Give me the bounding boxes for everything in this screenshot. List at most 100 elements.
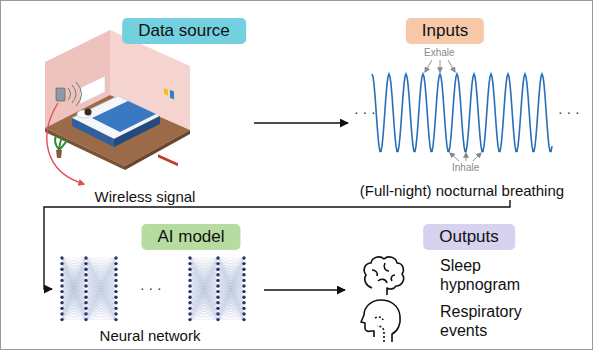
network-neuron <box>216 268 219 271</box>
network-neuron <box>188 307 191 310</box>
ellipsis-dots: · · · <box>140 280 162 296</box>
network-neuron <box>188 290 191 293</box>
network-link <box>86 258 116 308</box>
network-link <box>190 258 218 292</box>
network-neuron <box>188 301 191 304</box>
network-link <box>218 258 244 292</box>
network-neuron <box>114 279 117 282</box>
network-link <box>62 280 86 319</box>
network-neuron <box>242 262 245 265</box>
network-neuron <box>242 312 245 315</box>
network-neuron <box>84 284 87 287</box>
brain-icon <box>364 257 403 295</box>
network-link <box>62 258 86 308</box>
network-link <box>86 258 116 308</box>
network-link <box>62 258 86 308</box>
panel-caption: Wireless signal <box>95 188 196 206</box>
network-link <box>190 275 218 320</box>
network-link <box>218 258 244 308</box>
inhale-label: Inhale <box>452 162 479 173</box>
network-neuron <box>60 262 63 265</box>
network-neuron <box>242 273 245 276</box>
network-link <box>190 292 218 320</box>
network-neuron <box>188 296 191 299</box>
network-link <box>190 269 218 319</box>
network-link <box>62 286 86 320</box>
network-neuron <box>114 296 117 299</box>
network-link <box>190 258 218 264</box>
breathing-wave <box>372 74 552 151</box>
network-link <box>86 258 116 292</box>
network-link <box>190 258 218 303</box>
network-link <box>86 258 116 259</box>
network-link <box>86 292 116 320</box>
network-link <box>190 258 218 292</box>
network-link <box>86 264 116 320</box>
network-link <box>190 280 218 319</box>
network-link <box>218 258 244 308</box>
output-item: Sleep hypnogram <box>440 256 532 294</box>
network-neuron <box>188 284 191 287</box>
network-link <box>62 269 86 319</box>
network-link <box>190 258 218 259</box>
network-link <box>218 308 244 319</box>
network-neuron <box>60 256 63 259</box>
network-link <box>218 292 244 320</box>
network-link <box>218 269 244 319</box>
network-link <box>62 258 86 320</box>
network-link <box>218 303 244 320</box>
breathing-waveform <box>372 74 552 151</box>
output-panel: OutputsSleep hypnogramRespiratory events <box>345 216 585 348</box>
network-link <box>86 319 116 320</box>
network-neuron <box>216 307 219 310</box>
network-link <box>86 258 116 264</box>
network-link <box>62 258 86 259</box>
network-neuron <box>216 256 219 259</box>
network-neuron <box>60 284 63 287</box>
network-link <box>190 258 218 308</box>
flow-arrow <box>264 289 345 290</box>
network-link <box>190 269 218 319</box>
network-neuron <box>242 318 245 321</box>
network-neuron <box>188 312 191 315</box>
network-neuron <box>84 296 87 299</box>
network-link <box>62 258 86 264</box>
bedroom-illustration <box>45 30 190 184</box>
network-link <box>218 258 244 303</box>
network-neuron <box>242 256 245 259</box>
network-neuron <box>216 301 219 304</box>
network-link <box>190 286 218 320</box>
radio-waves <box>68 82 82 106</box>
network-neuron <box>242 268 245 271</box>
inhale-pointer <box>450 153 459 161</box>
network-link <box>62 303 86 320</box>
network-link <box>218 258 244 292</box>
network-neuron <box>84 307 87 310</box>
exhale-pointer <box>448 60 455 72</box>
panel-caption: (Full-night) nocturnal breathing <box>360 182 564 200</box>
wall-window <box>80 76 105 104</box>
network-link <box>190 314 218 320</box>
network-neuron <box>242 301 245 304</box>
ellipsis-dots: · · · <box>558 104 580 120</box>
network-link <box>86 258 116 264</box>
network-neuron <box>188 318 191 321</box>
network-neuron <box>216 273 219 276</box>
network-link <box>218 297 244 319</box>
network-link <box>62 308 86 319</box>
network-link <box>190 319 218 320</box>
network-link <box>62 314 86 320</box>
inhale-pointer <box>466 153 467 161</box>
network-neuron <box>60 279 63 282</box>
network-link <box>62 269 86 319</box>
network-neuron <box>114 262 117 265</box>
network-neuron <box>60 307 63 310</box>
network-neuron <box>84 301 87 304</box>
network-neuron <box>188 273 191 276</box>
network-neuron <box>114 318 117 321</box>
flow-arrow <box>254 122 348 123</box>
network-link <box>190 286 218 320</box>
